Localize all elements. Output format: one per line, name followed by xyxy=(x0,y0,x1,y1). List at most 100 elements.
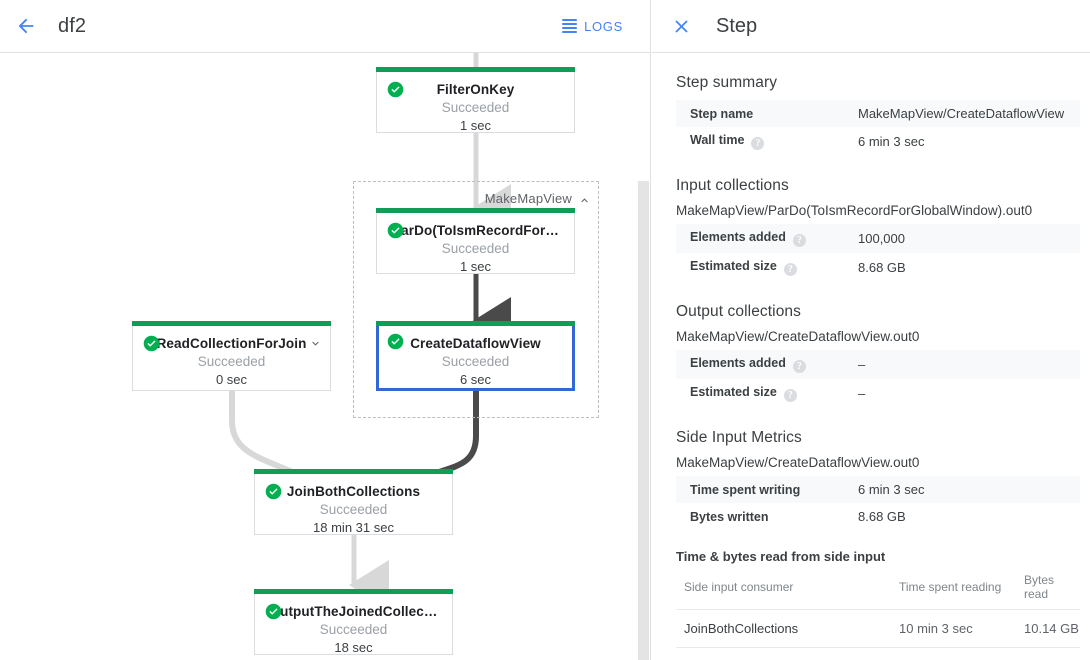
group-makemapview[interactable]: MakeMapView xyxy=(353,181,599,418)
check-circle-icon xyxy=(265,483,282,500)
node-duration: 18 min 31 sec xyxy=(313,520,394,535)
node-status-bar xyxy=(376,67,575,72)
node-status-bar xyxy=(254,589,453,594)
graph-scrollbar-thumb[interactable] xyxy=(638,181,649,660)
step-summary-table: Step name MakeMapView/CreateDataflowView… xyxy=(676,100,1080,156)
table-row: Time spent writing 6 min 3 sec xyxy=(676,476,1080,503)
table-row: Bytes written 8.68 GB xyxy=(676,503,1080,530)
side-input-metrics-table: Time spent writing 6 min 3 sec Bytes wri… xyxy=(676,476,1080,530)
row-value: 8.68 GB xyxy=(858,260,906,275)
graph-node-read-collection-for-join[interactable]: ReadCollectionForJoin Succeeded 0 sec xyxy=(132,321,331,391)
column-header-time-spent-reading: Time spent reading xyxy=(891,566,1016,610)
step-panel-body: Step summary Step name MakeMapView/Creat… xyxy=(652,74,1090,648)
close-icon xyxy=(674,19,688,33)
arrow-left-icon xyxy=(18,18,34,34)
node-status-bar xyxy=(132,321,331,326)
row-value: 6 min 3 sec xyxy=(858,134,925,149)
node-status: Succeeded xyxy=(319,622,388,637)
section-heading-side-input-metrics: Side Input Metrics xyxy=(676,429,802,446)
table-row: Estimated size? – xyxy=(676,379,1080,408)
node-status: Succeeded xyxy=(441,241,510,256)
table-row: Wall time? 6 min 3 sec xyxy=(676,127,1080,156)
node-duration: 1 sec xyxy=(459,259,492,274)
group-label: MakeMapView xyxy=(484,191,572,206)
node-title: CreateDataflowView xyxy=(410,336,541,351)
graph-node-create-dataflow-view[interactable]: CreateDataflowView Succeeded 6 sec xyxy=(376,321,575,391)
node-status-bar xyxy=(254,469,453,474)
output-collections-table: Elements added? – Estimated size? – xyxy=(676,350,1080,408)
row-key: Time spent writing xyxy=(690,482,801,497)
logs-button[interactable]: LOGS xyxy=(556,13,629,40)
section-heading-input-collections: Input collections xyxy=(676,177,789,194)
row-key-label: Estimated size xyxy=(690,385,777,399)
panel-title: Step xyxy=(716,14,758,37)
cell-time-spent-reading: 10 min 3 sec xyxy=(891,609,1016,648)
node-title: OutputTheJoinedCollec… xyxy=(269,604,438,619)
step-details-pane: Step Step summary Step name MakeMapView/… xyxy=(652,0,1090,660)
page-title: df2 xyxy=(58,14,87,37)
row-value: 8.68 GB xyxy=(858,509,906,524)
step-panel-header: Step xyxy=(652,0,1090,53)
node-title: JoinBothCollections xyxy=(286,484,421,499)
node-status-bar xyxy=(376,208,575,213)
chevron-up-icon[interactable] xyxy=(578,194,591,207)
row-key: Elements added? xyxy=(676,224,844,253)
input-collections-table: Elements added? 100,000 Estimated size? … xyxy=(676,224,1080,282)
list-lines-icon xyxy=(562,19,578,33)
side-input-consumers-table: Side input consumer Time spent reading B… xyxy=(676,566,1080,648)
node-title: ReadCollectionForJoin xyxy=(156,336,307,351)
check-circle-icon xyxy=(143,335,160,352)
logs-button-label: LOGS xyxy=(584,18,623,34)
row-key-label: Estimated size xyxy=(690,259,777,273)
close-button[interactable] xyxy=(661,6,701,46)
row-key-label: Wall time xyxy=(690,133,745,147)
row-value: 6 min 3 sec xyxy=(858,482,925,497)
input-collection-name: MakeMapView/ParDo(ToIsmRecordForGlobalWi… xyxy=(676,203,1033,218)
back-button[interactable] xyxy=(6,6,46,46)
table-row[interactable]: JoinBothCollections 10 min 3 sec 10.14 G… xyxy=(676,609,1080,648)
help-icon[interactable]: ? xyxy=(783,389,797,402)
graph-node-output-the-joined-collection[interactable]: OutputTheJoinedCollec… Succeeded 18 sec xyxy=(254,589,453,655)
help-icon[interactable]: ? xyxy=(783,263,797,276)
graph-node-join-both-collections[interactable]: JoinBothCollections Succeeded 18 min 31 … xyxy=(254,469,453,535)
node-title: ParDo(ToIsmRecordFor… xyxy=(392,223,559,238)
subsection-heading-time-bytes-read: Time & bytes read from side input xyxy=(676,549,886,564)
row-key: Estimated size? xyxy=(676,379,844,408)
table-row: Step name MakeMapView/CreateDataflowView xyxy=(676,100,1080,127)
chevron-down-icon[interactable] xyxy=(309,337,322,350)
row-value: – xyxy=(858,386,866,401)
node-status: Succeeded xyxy=(319,502,388,517)
graph-node-pardo-toismrecordfor[interactable]: ParDo(ToIsmRecordFor… Succeeded 1 sec xyxy=(376,208,575,274)
node-duration: 6 sec xyxy=(459,372,492,387)
table-row: Elements added? – xyxy=(676,350,1080,379)
node-title: FilterOnKey xyxy=(436,82,515,97)
help-icon[interactable]: ? xyxy=(792,360,806,373)
output-collection-name: MakeMapView/CreateDataflowView.out0 xyxy=(676,329,920,344)
row-key: Estimated size? xyxy=(676,253,844,282)
help-icon[interactable]: ? xyxy=(792,234,806,247)
check-circle-icon xyxy=(387,81,404,98)
node-duration: 0 sec xyxy=(215,372,248,387)
check-circle-icon xyxy=(387,222,404,239)
row-key: Elements added? xyxy=(676,350,844,379)
table-header-row: Side input consumer Time spent reading B… xyxy=(676,566,1080,610)
graph-node-filter-on-key[interactable]: FilterOnKey Succeeded 1 sec xyxy=(376,67,575,133)
row-key-label: Step name xyxy=(690,106,754,121)
help-icon[interactable]: ? xyxy=(751,137,765,150)
node-duration: 1 sec xyxy=(459,118,492,133)
row-value: 100,000 xyxy=(858,231,905,246)
node-status-bar xyxy=(376,321,575,326)
section-heading-step-summary: Step summary xyxy=(676,74,778,91)
table-row: Elements added? 100,000 xyxy=(676,224,1080,253)
node-duration: 18 sec xyxy=(334,640,373,655)
row-value: MakeMapView/CreateDataflowView xyxy=(858,106,1065,121)
section-heading-output-collections: Output collections xyxy=(676,303,802,320)
row-key-label: Elements added xyxy=(690,356,786,370)
node-status: Succeeded xyxy=(441,100,510,115)
row-value: – xyxy=(858,357,866,372)
row-key: Step name xyxy=(676,100,844,127)
job-graph-canvas[interactable]: MakeMapView FilterOnKey Succeeded 1 sec xyxy=(0,53,650,660)
column-header-side-input-consumer: Side input consumer xyxy=(676,566,891,610)
column-header-bytes-read: Bytes read xyxy=(1016,566,1080,610)
node-status: Succeeded xyxy=(197,354,266,369)
